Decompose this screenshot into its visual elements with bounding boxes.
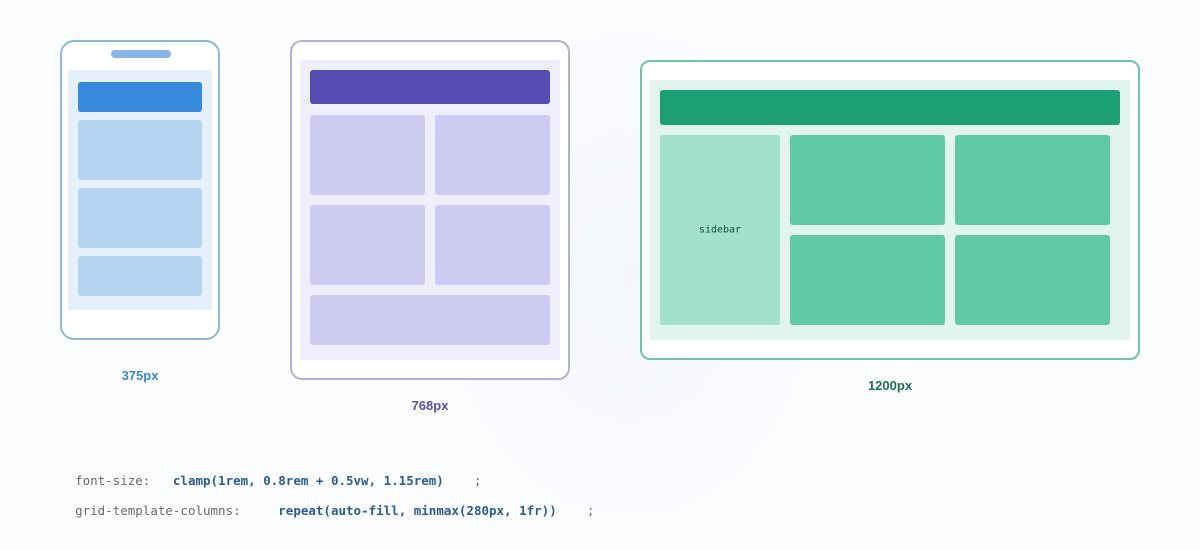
tablet-footer-block xyxy=(310,295,550,345)
code-value: repeat(auto-fill, minmax(280px, 1fr)) xyxy=(278,503,557,518)
desktop-screen: sidebar xyxy=(650,80,1130,340)
mobile-screen xyxy=(68,70,212,310)
desktop-device-frame: sidebar xyxy=(640,60,1140,360)
mobile-footer-block xyxy=(78,256,202,296)
tablet-content-block xyxy=(310,205,425,285)
tablet-header-block xyxy=(310,70,550,104)
tablet-device-frame xyxy=(290,40,570,380)
tablet-content-block xyxy=(435,205,550,285)
tablet-width-label: 768px xyxy=(411,398,449,413)
code-semicolon: ; xyxy=(473,473,482,488)
code-property: grid-template-columns: xyxy=(75,503,241,518)
mobile-notch xyxy=(111,50,171,58)
desktop-sidebar-block: sidebar xyxy=(660,135,780,325)
desktop-header-block xyxy=(660,90,1120,125)
mobile-content-block xyxy=(78,188,202,248)
desktop-content-block xyxy=(955,235,1110,325)
code-property: font-size: xyxy=(75,473,151,488)
mobile-device-frame xyxy=(60,40,220,340)
tablet-content-block xyxy=(310,115,425,195)
desktop-content-block xyxy=(790,235,945,325)
desktop-content-block xyxy=(790,135,945,225)
code-line-font-size: font-size: clamp(1rem, 0.8rem + 0.5vw, 1… xyxy=(60,458,481,488)
code-line-grid-columns: grid-template-columns: repeat(auto-fill,… xyxy=(60,488,594,518)
code-value: clamp(1rem, 0.8rem + 0.5vw, 1.15rem) xyxy=(172,473,444,488)
mobile-width-label: 375px xyxy=(121,368,159,383)
mobile-content-block xyxy=(78,120,202,180)
mobile-header-block xyxy=(78,82,202,112)
sidebar-label: sidebar xyxy=(698,224,742,236)
tablet-content-block xyxy=(435,115,550,195)
tablet-screen xyxy=(300,60,560,360)
desktop-width-label: 1200px xyxy=(867,378,913,393)
desktop-content-block xyxy=(955,135,1110,225)
code-semicolon: ; xyxy=(586,503,595,518)
